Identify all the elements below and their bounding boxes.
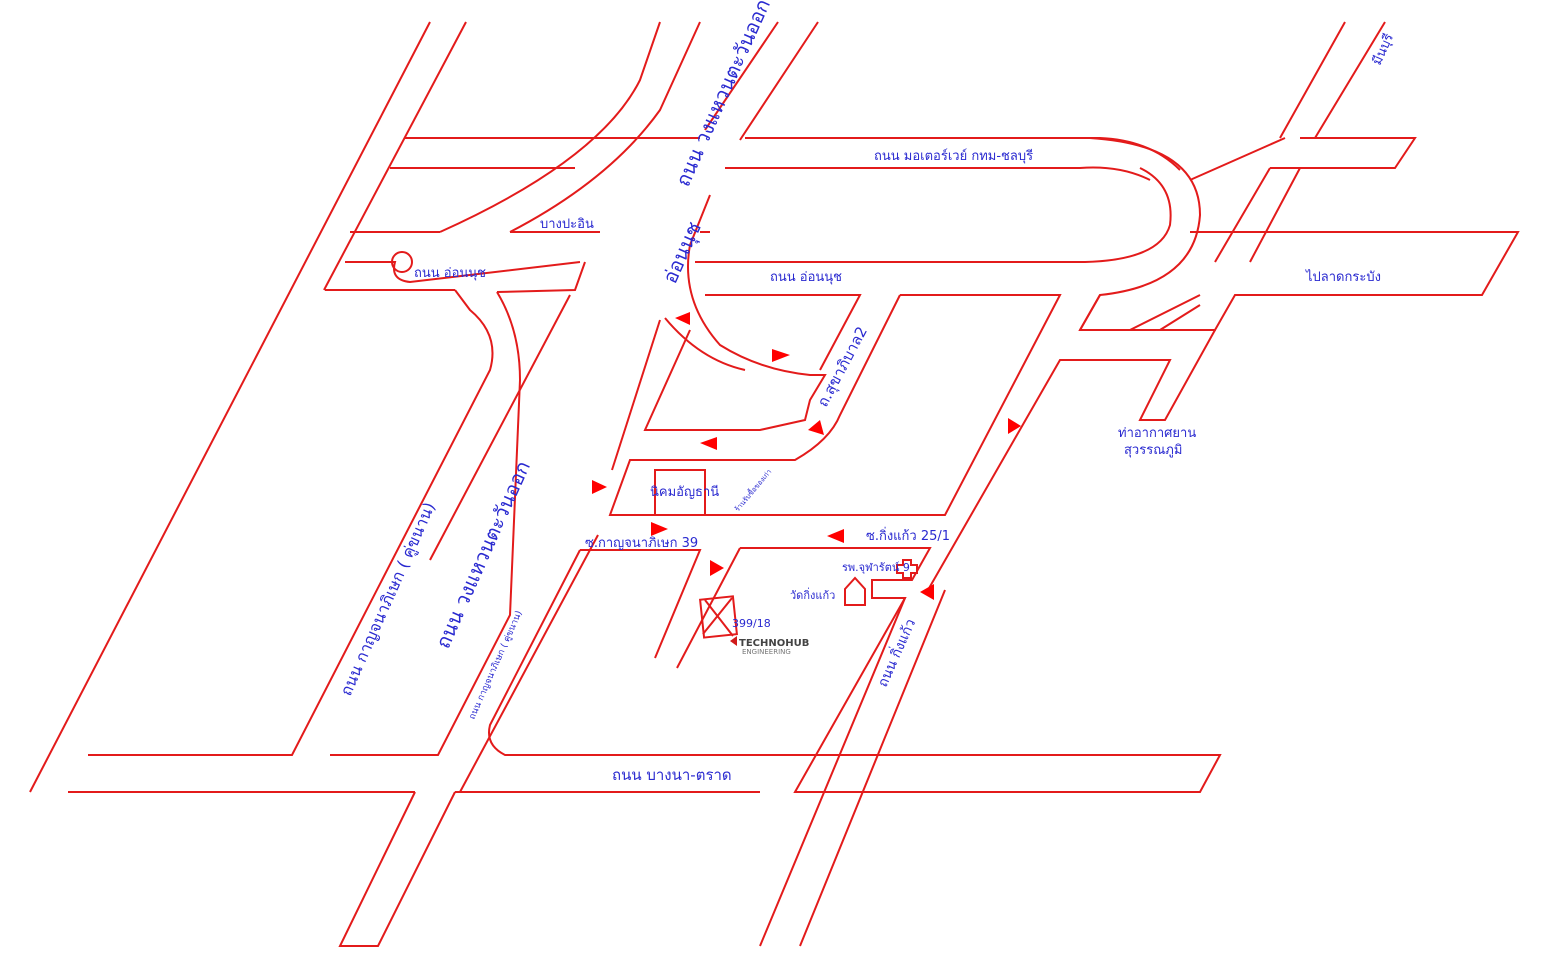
road-kanchana-west-inner: [323, 21, 467, 291]
label-soi-king-kaeo: ซ.กิ่งแก้ว 25/1: [866, 527, 950, 544]
arrow-10: [920, 584, 934, 600]
road-outer-ring-lower-east2: [459, 534, 599, 793]
arrow-8: [827, 529, 844, 543]
label-motorway: ถนน มอเตอร์เวย์ กทม-ชลบุรี: [874, 148, 1033, 164]
temple-house-icon: [844, 576, 866, 606]
label-min-buri: มีนบุรี: [1369, 31, 1397, 67]
direction-arrows: [592, 312, 1021, 600]
road-on-nut-curve: [643, 244, 827, 431]
label-on-nut-mid: ถนน อ่อนนุช: [770, 270, 842, 285]
road-on-nut-curve2: [664, 317, 746, 371]
road-on-nut-west: [325, 261, 586, 293]
label-king-kaeo-road: ถนน กิ่งแก้ว: [873, 616, 919, 690]
road-outer-ring-lower-west: [429, 294, 571, 561]
factory-location-icon: [699, 595, 738, 639]
arrow-9: [1008, 418, 1021, 434]
label-shop-small: ร้านรับซื้อของเก่า: [731, 466, 773, 513]
road-airport-spur: [927, 329, 1216, 591]
road-outer-ring-east-edge: [704, 21, 779, 131]
road-kanchana-west-block: [88, 289, 494, 756]
road-motorway-loop: [1079, 137, 1202, 331]
arrow-1: [675, 312, 690, 325]
road-bang-pa-in-ramp: [439, 21, 661, 233]
arrow-7: [710, 560, 724, 576]
road-kanchana-west: [29, 21, 431, 793]
hospital-cross-icon: [896, 559, 918, 579]
label-address: 399/18: [732, 617, 771, 630]
road-soi-kanchana-east: [676, 547, 741, 669]
arrow-5: [592, 480, 607, 494]
road-min-buri-low: [1214, 167, 1301, 263]
road-on-nut-turnaround: [391, 251, 413, 273]
label-kanchana-road-small: ถนน กาญจนาภิเษก ( คู่ขนาน): [467, 609, 525, 721]
label-kanchana-road-big: ถนน กาญจนาภิเษก ( คู่ขนาน): [336, 499, 440, 699]
arrow-6: [651, 522, 668, 536]
arrow-4: [808, 420, 824, 435]
arrow-2: [772, 349, 790, 362]
nikhom-box: [654, 469, 706, 516]
label-bang-pa-in: บางปะอิน: [540, 217, 594, 232]
road-outer-ring-west-edge: [689, 21, 819, 246]
road-min-buri: [1279, 21, 1386, 139]
logo-text: TECHNOHUB: [739, 638, 809, 649]
label-outer-ring-north: ถนน วงแหวนตะวันออก: [671, 0, 775, 190]
landmarks: TECHNOHUB ENGINEERING: [654, 469, 918, 656]
road-lat-krabang: [1078, 231, 1520, 331]
road-outer-ring-lower-east: [611, 319, 661, 471]
label-hospital: รพ.จุฬารัตน์ 9: [842, 561, 910, 574]
label-nikhom: นิคมอัญธานี: [650, 484, 719, 500]
label-suvarnabhumi-1: ท่าอากาศยาน: [1118, 426, 1196, 441]
label-on-nut-diag: อ่อนนุช: [658, 218, 707, 288]
road-outer-ring-lower-south: [338, 791, 456, 947]
road-network: [29, 21, 1520, 947]
label-soi-kanchana: ซ.กาญจนาภิเษก 39: [585, 536, 698, 551]
label-on-nut-west: ถนน อ่อนนุช: [414, 266, 486, 281]
label-wat: วัดกิ่งแก้ว: [790, 587, 835, 602]
road-kanchana-west-block2: [330, 291, 522, 756]
label-lat-krabang: ไปลาดกระบัง: [1305, 269, 1381, 285]
road-lat-krabang-inner: [1129, 294, 1201, 331]
road-king-kaeo: [759, 589, 946, 947]
road-motorway-south: [390, 166, 1151, 181]
road-bang-pa-in-ramp2: [509, 21, 701, 233]
label-bangna-trat: ถนน บางนา-ตราด: [612, 766, 732, 784]
label-suvarnabhumi-2: สุวรรณภูมิ: [1124, 443, 1182, 458]
road-soi-kanchana: [488, 547, 1222, 793]
arrow-3: [700, 437, 717, 450]
road-on-nut-mid: [608, 294, 1062, 516]
technohub-logo: TECHNOHUB ENGINEERING: [730, 636, 809, 656]
road-motorway-loop-inner: [695, 167, 1172, 263]
logo-subtext: ENGINEERING: [742, 648, 791, 656]
